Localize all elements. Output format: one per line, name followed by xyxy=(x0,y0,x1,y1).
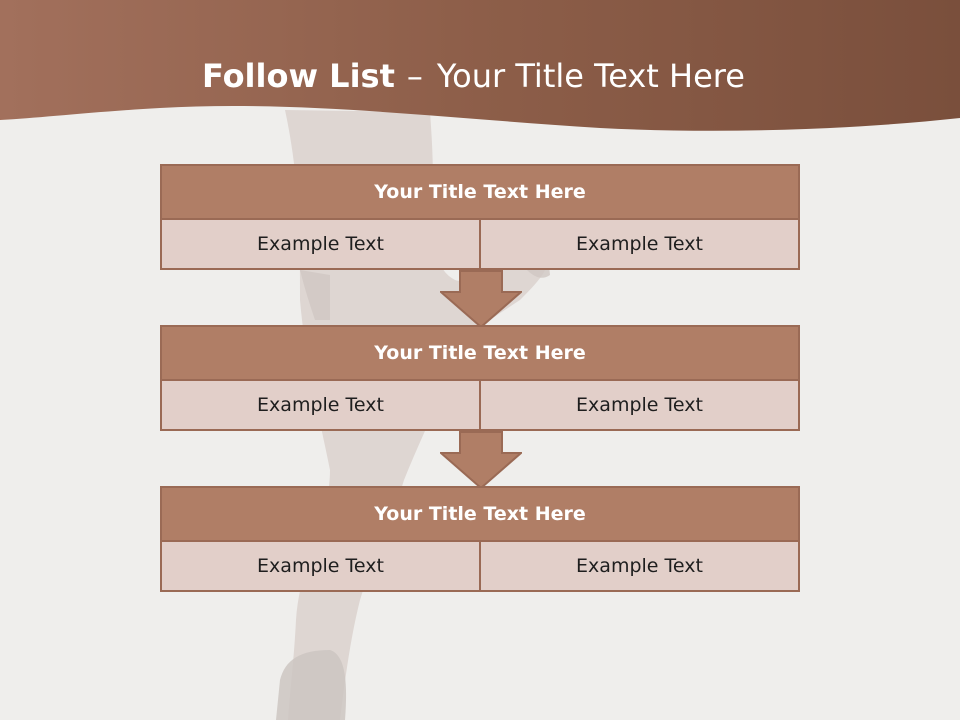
slide-title-bold: Follow List xyxy=(202,57,395,95)
step-row: Example Text Example Text xyxy=(160,220,800,270)
step-cell-right: Example Text xyxy=(479,381,798,429)
slide-title-separator: – xyxy=(406,57,423,95)
slide-title-rest: Your Title Text Here xyxy=(436,57,745,95)
step-title: Your Title Text Here xyxy=(160,325,800,381)
step-title: Your Title Text Here xyxy=(160,486,800,542)
step-row: Example Text Example Text xyxy=(160,381,800,431)
down-arrow-icon xyxy=(440,431,522,489)
step-box-3: Your Title Text Here Example Text Exampl… xyxy=(160,486,800,592)
step-cell-left: Example Text xyxy=(257,233,384,255)
step-cell-right: Example Text xyxy=(479,542,798,590)
header-band xyxy=(0,0,960,131)
step-box-2: Your Title Text Here Example Text Exampl… xyxy=(160,325,800,431)
step-row: Example Text Example Text xyxy=(160,542,800,592)
step-cell-right: Example Text xyxy=(479,220,798,268)
step-cell-left: Example Text xyxy=(257,555,384,577)
down-arrow-icon xyxy=(440,270,522,328)
step-box-1: Your Title Text Here Example Text Exampl… xyxy=(160,164,800,270)
slide-title: Follow List–Your Title Text Here xyxy=(202,56,745,96)
step-title: Your Title Text Here xyxy=(160,164,800,220)
step-cell-left: Example Text xyxy=(257,394,384,416)
